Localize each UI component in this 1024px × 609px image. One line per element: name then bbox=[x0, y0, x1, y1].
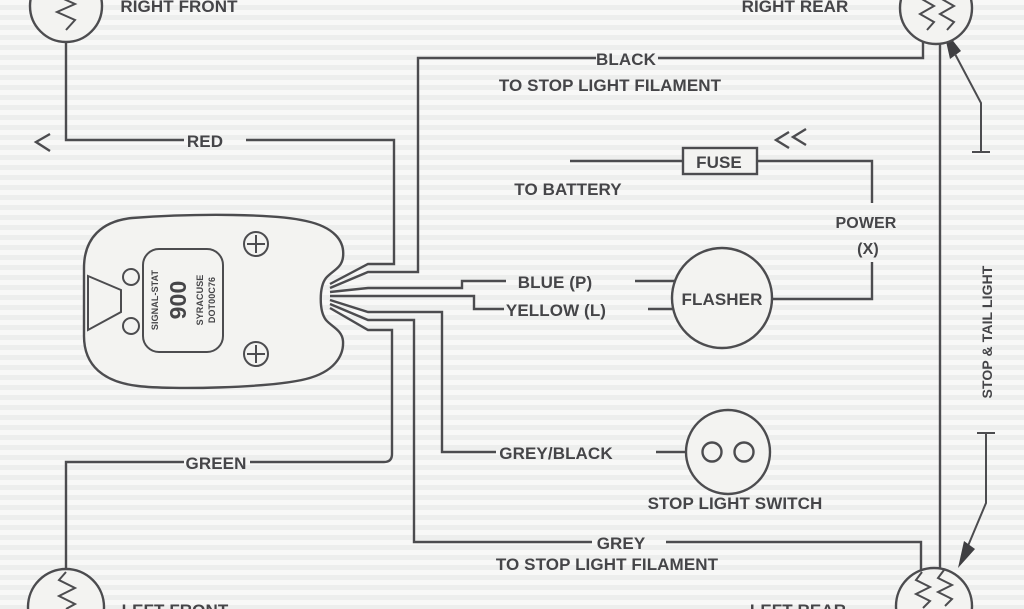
blue-wire-label: BLUE (P) bbox=[518, 273, 592, 292]
nameplate-line4: DOT00C76 bbox=[207, 277, 217, 323]
left-front-lamp bbox=[26, 567, 106, 609]
stop-tail-callout bbox=[943, 28, 995, 568]
nameplate-model: 900 bbox=[165, 281, 191, 320]
switch-nameplate bbox=[142, 248, 224, 353]
yellow-wire-label: YELLOW (L) bbox=[506, 301, 606, 320]
stop-tail-light-label: STOP & TAIL LIGHT bbox=[979, 265, 995, 398]
switch-lever bbox=[87, 274, 122, 332]
left-arrow-icon bbox=[33, 132, 51, 153]
arrow-down-left-icon bbox=[958, 541, 975, 568]
double-chevron-left-icon bbox=[773, 127, 807, 150]
grey-wire bbox=[329, 302, 923, 570]
grey-wire-label: GREY bbox=[597, 534, 646, 553]
fuse: FUSE bbox=[681, 146, 759, 176]
filament-icon bbox=[917, 0, 937, 31]
flasher: FLASHER bbox=[670, 246, 774, 350]
screw-icon bbox=[243, 231, 269, 257]
red-wire-label: RED bbox=[187, 132, 223, 151]
terminal-icon bbox=[733, 441, 755, 463]
red-wire bbox=[64, 42, 396, 286]
grey-black-wire bbox=[329, 298, 686, 454]
fuse-label: FUSE bbox=[696, 153, 742, 172]
flasher-label: FLASHER bbox=[682, 290, 763, 309]
filament-icon bbox=[56, 571, 78, 609]
right-rear-label: RIGHT REAR bbox=[742, 0, 849, 16]
left-rear-lamp bbox=[894, 566, 974, 609]
power-x-label: (X) bbox=[857, 241, 879, 258]
switch-body bbox=[82, 213, 345, 390]
power-label: POWER bbox=[836, 215, 897, 232]
yellow-wire bbox=[330, 294, 673, 311]
blue-wire bbox=[329, 279, 675, 294]
left-rear-label: LEFT REAR bbox=[750, 601, 846, 609]
signal-stat-switch: SIGNAL-STAT 900 SYRACUSE DOT00C76 bbox=[82, 213, 345, 390]
left-front-label: LEFT FRONT bbox=[122, 601, 229, 609]
black-wire bbox=[329, 41, 925, 290]
battery-power-wire bbox=[570, 159, 874, 301]
nameplate-brand: SIGNAL-STAT bbox=[150, 269, 160, 330]
green-wire-label: GREEN bbox=[186, 454, 247, 473]
black-wire-label: BLACK bbox=[596, 50, 657, 69]
nameplate-line3: SYRACUSE bbox=[195, 275, 205, 326]
to-battery-label: TO BATTERY bbox=[514, 180, 622, 199]
filament-icon bbox=[935, 569, 955, 607]
filament-icon bbox=[937, 0, 957, 31]
right-rear-lamp bbox=[898, 0, 974, 46]
screw-icon bbox=[243, 341, 269, 367]
green-wire bbox=[64, 306, 394, 569]
right-front-lamp bbox=[28, 0, 104, 44]
stop-light-switch-label: STOP LIGHT SWITCH bbox=[648, 494, 823, 513]
pivot-icon bbox=[122, 317, 140, 335]
stop-light-switch bbox=[684, 408, 772, 496]
filament-icon bbox=[54, 0, 78, 31]
terminal-icon bbox=[701, 441, 723, 463]
right-front-label: RIGHT FRONT bbox=[120, 0, 238, 16]
grey-black-wire-label: GREY/BLACK bbox=[499, 444, 613, 463]
grey-wire-note: TO STOP LIGHT FILAMENT bbox=[496, 555, 719, 574]
filament-icon bbox=[913, 571, 933, 609]
pivot-icon bbox=[122, 268, 140, 286]
black-wire-note: TO STOP LIGHT FILAMENT bbox=[499, 76, 722, 95]
